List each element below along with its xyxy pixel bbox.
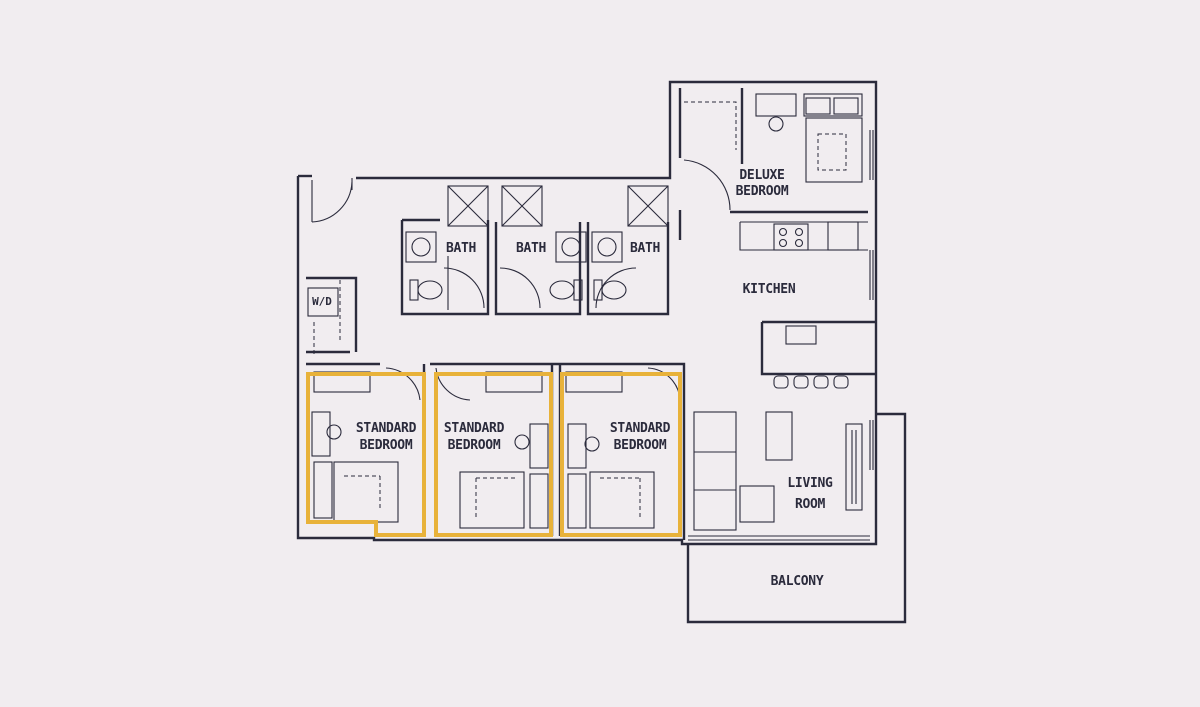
- standard-bedroom-1-highlight[interactable]: [306, 372, 426, 537]
- balcony-label: BALCONY: [771, 574, 824, 589]
- washer-dryer-label: W/D: [312, 295, 332, 308]
- exterior-walls: [296, 80, 907, 624]
- living-room-label-line2: ROOM: [795, 497, 826, 512]
- standard-bedroom-3-label-line2: BEDROOM: [614, 438, 667, 453]
- deluxe-bedroom-label-line2: BEDROOM: [736, 184, 789, 199]
- highlighted-rooms: [306, 372, 682, 537]
- bath-2-label: BATH: [516, 241, 546, 256]
- room-labels: DELUXE BEDROOM BATH BATH BATH KITCHEN W/…: [312, 168, 833, 589]
- deluxe-bedroom-label-line1: DELUXE: [739, 168, 784, 183]
- standard-bedroom-2-label-line2: BEDROOM: [448, 438, 501, 453]
- standard-bedroom-3-label-line1: STANDARD: [610, 421, 671, 436]
- standard-bedroom-2-highlight[interactable]: [434, 372, 553, 537]
- standard-bedroom-3-highlight[interactable]: [560, 372, 682, 537]
- standard-bedroom-1-label-line2: BEDROOM: [360, 438, 413, 453]
- living-room-label-line1: LIVING: [787, 476, 833, 491]
- bath-1-label: BATH: [446, 241, 476, 256]
- bath-3-label: BATH: [630, 241, 660, 256]
- standard-bedroom-2-label-line1: STANDARD: [444, 421, 505, 436]
- fixtures: [307, 93, 870, 541]
- standard-bedroom-1-label-line1: STANDARD: [356, 421, 417, 436]
- kitchen-label: KITCHEN: [743, 282, 796, 297]
